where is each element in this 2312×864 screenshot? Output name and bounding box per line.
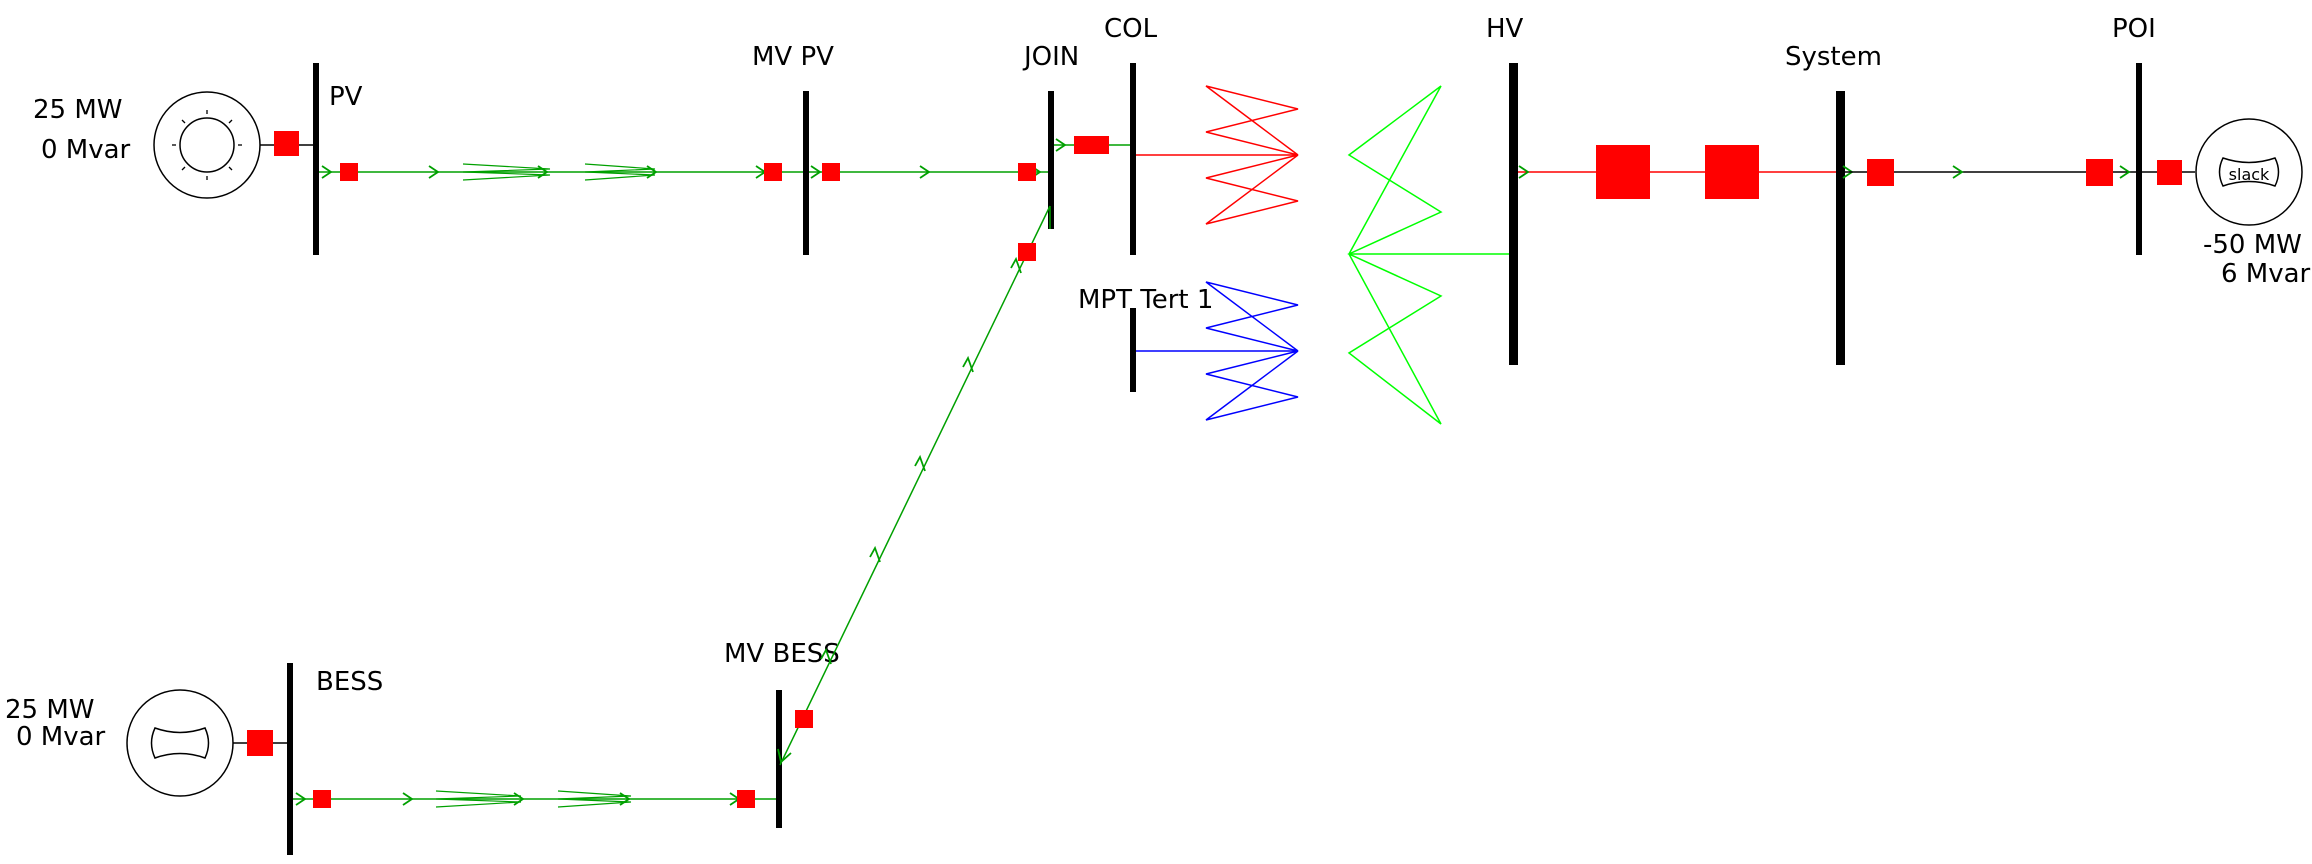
slack-gen-mvar: 6 Mvar [2221,259,2311,289]
bus-label-mpt-tert: MPT Tert 1 [1078,285,1213,315]
bess-gen-mw: 25 MW [5,695,95,725]
battery-icon [150,727,210,759]
hv-system-breaker-2[interactable] [1705,145,1759,199]
line-hv-to-system[interactable] [1518,165,1854,179]
mpt-primary-winding [1136,85,1299,225]
join-col-breaker[interactable] [1074,136,1109,154]
mv-bess-line-breaker-to[interactable] [1018,243,1036,261]
pv-gen-mvar: 0 Mvar [41,135,131,165]
mv-pv-line-breaker-from[interactable] [822,163,840,181]
mv-bess-line-breaker-from[interactable] [795,710,813,728]
mpt-transformer[interactable] [1136,85,1509,425]
slack-generator[interactable]: slack [2195,118,2303,226]
bus-pv[interactable] [313,63,319,255]
bus-label-system: System [1785,42,1882,72]
bus-mv-pv[interactable] [803,91,809,255]
bus-mv-bess[interactable] [776,690,782,828]
pv-gen-breaker[interactable] [274,131,299,156]
pv-generator[interactable] [153,91,261,199]
bess-gen-breaker[interactable] [247,730,273,756]
bus-system[interactable] [1836,91,1845,365]
pv-line-breaker-to[interactable] [764,163,782,181]
pv-line-breaker-from[interactable] [340,163,358,181]
bess-gen-mvar: 0 Mvar [16,722,106,752]
bus-label-bess: BESS [316,667,383,697]
line-mv-pv-to-join[interactable] [809,165,1048,179]
mpt-secondary-winding [1347,85,1509,425]
bus-mpt-tert[interactable] [1130,308,1136,392]
slack-gen-breaker[interactable] [2157,160,2182,185]
sun-icon [172,110,242,180]
bus-hv[interactable] [1509,63,1518,365]
bus-join[interactable] [1048,91,1054,229]
mpt-tertiary-winding [1136,281,1299,421]
slack-icon [2218,157,2280,187]
hv-system-breaker-1[interactable] [1596,145,1650,199]
mv-pv-line-breaker-to[interactable] [1018,163,1036,181]
bus-col[interactable] [1130,63,1136,255]
bus-bess[interactable] [287,663,293,855]
bus-label-mv-bess: MV BESS [724,639,840,669]
bus-label-hv: HV [1486,14,1524,44]
bus-label-pv: PV [329,82,363,112]
line-bess-to-mv-bess[interactable] [293,790,776,808]
bess-line-breaker-to[interactable] [737,790,755,808]
pv-gen-mw: 25 MW [33,95,123,125]
system-poi-breaker-to[interactable] [2086,159,2113,186]
slack-gen-mw: -50 MW [2203,230,2302,260]
bus-label-col: COL [1104,14,1158,44]
bus-poi[interactable] [2136,63,2142,255]
system-poi-breaker-from[interactable] [1867,159,1894,186]
bess-generator[interactable] [126,689,234,797]
slack-gen-label: slack [2229,165,2270,184]
bus-label-mv-pv: MV PV [752,42,834,72]
bess-line-breaker-from[interactable] [313,790,331,808]
line-mv-bess-to-join[interactable] [777,205,1051,766]
bus-label-join: JOIN [1022,42,1079,72]
line-pv-to-mv-pv[interactable] [319,163,803,181]
bus-label-poi: POI [2112,14,2156,44]
